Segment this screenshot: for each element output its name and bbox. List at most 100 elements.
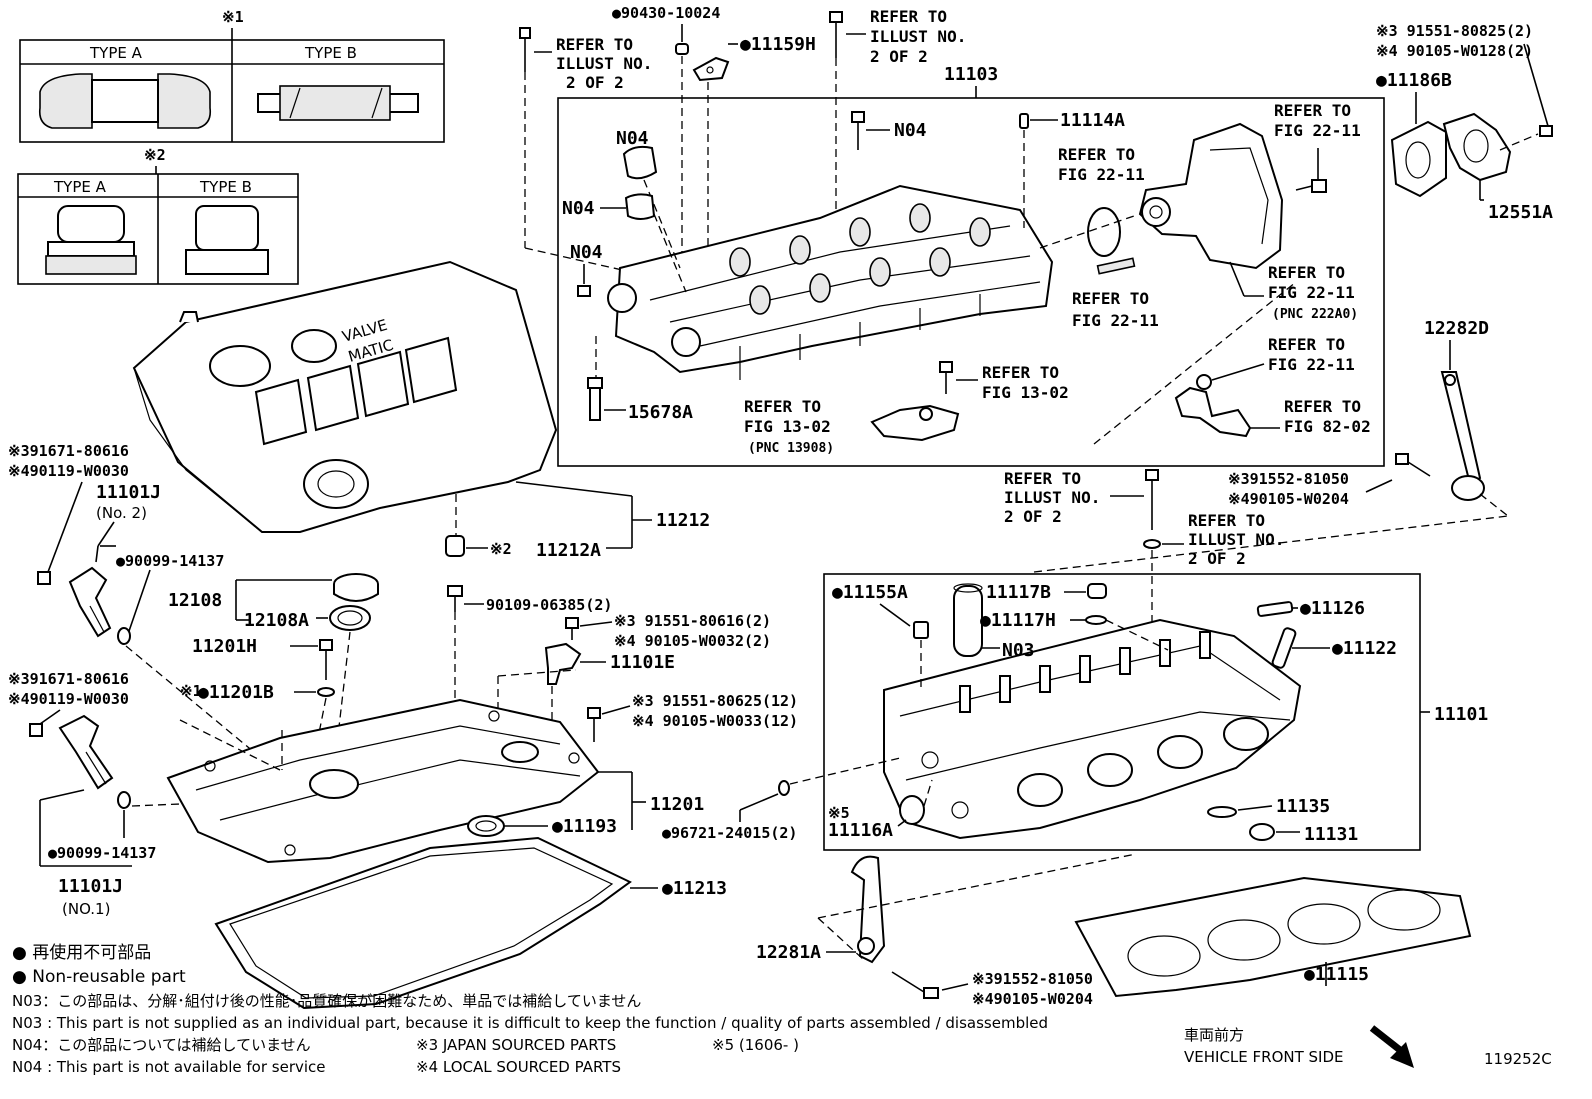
ref-illust-a-l3: 2 OF 2	[566, 73, 624, 92]
label-x3-91551-80825: ※3 91551-80825(2)	[1376, 22, 1533, 40]
legend-n03-en: N03 : This part is not supplied as an in…	[12, 1014, 1048, 1032]
label-n04-a: N04	[616, 128, 649, 149]
grommet-11212a	[445, 535, 465, 557]
type-table-1-mark: ※1	[222, 8, 244, 26]
label-x5: ※5	[828, 804, 850, 822]
label-x1: ※1	[180, 682, 202, 700]
oil-filler-cap-12108	[333, 573, 379, 602]
label-11117h: ●11117H	[980, 610, 1056, 631]
ref-illust-c-l2: ILLUST NO.	[1004, 488, 1100, 507]
label-11193: ●11193	[552, 816, 617, 837]
bolt-ocv-no2	[37, 571, 51, 585]
ref-fig-13-02-a-l2: FIG 13-02	[744, 417, 831, 436]
legend-note5: ※5 (1606- )	[712, 1036, 799, 1054]
label-12551a: 12551A	[1488, 202, 1553, 223]
label-no2: (No. 2)	[96, 504, 147, 522]
bolt-90109	[447, 585, 463, 612]
label-11201b: ●11201B	[198, 682, 274, 703]
bolt-15678a	[587, 377, 603, 421]
label-15678a: 15678A	[628, 402, 693, 423]
bearing-shell-n04-icon	[624, 193, 656, 220]
valve-guide-11122	[1271, 627, 1297, 669]
plate-11159h	[692, 56, 730, 82]
pin-n04	[577, 285, 591, 297]
label-11213: ●11213	[662, 878, 727, 899]
legend-note3: ※3 JAPAN SOURCED PARTS	[416, 1036, 616, 1054]
engine-cover-11212: VALVE MATIC	[132, 260, 558, 533]
ref-fig-22-11-b-l1: REFER TO	[1072, 289, 1149, 308]
engine-hanger-12281a	[850, 855, 886, 964]
label-x3-91671-80616-b: ※391671-80616	[8, 670, 129, 688]
ocv-11101j-no1	[58, 714, 131, 809]
label-11212a: 11212A	[536, 540, 601, 561]
ref-fig-13-02-a-l1: REFER TO	[744, 397, 821, 416]
label-n04-b: N04	[562, 198, 595, 219]
label-x3-91552-81050-a: ※391552-81050	[1228, 470, 1349, 488]
water-outlet-12551a	[1442, 112, 1512, 182]
label-11212: 11212	[656, 510, 710, 531]
type-table-1: ※1 TYPE A TYPE B	[19, 8, 445, 143]
bolt-13-02	[939, 361, 953, 394]
cylinder-head-cover-11201	[166, 698, 600, 864]
plug-11116a	[899, 795, 925, 825]
ref-fig-22-11-e-l1: REFER TO	[1268, 335, 1345, 354]
legend-note4: ※4 LOCAL SOURCED PARTS	[416, 1058, 621, 1076]
label-12282d: 12282D	[1424, 318, 1489, 339]
label-90099-14137-b: ●90099-14137	[48, 844, 156, 862]
pin-11155a	[913, 621, 929, 639]
label-11101: 11101	[1434, 704, 1488, 725]
ref-fig-13-02-b-l1: REFER TO	[982, 363, 1059, 382]
label-no1: (NO.1)	[62, 900, 110, 918]
label-96721-24015: ●96721-24015(2)	[662, 824, 797, 842]
label-x4-90105-w0032: ※4 90105-W0032(2)	[614, 632, 771, 650]
cylinder-head-11101	[883, 618, 1302, 840]
label-11126: ●11126	[1300, 598, 1365, 619]
legend-nonreuse-en: ● Non-reusable part	[12, 967, 186, 987]
label-x2: ※2	[490, 540, 512, 558]
seal-type-a-icon	[38, 73, 212, 129]
label-n04-d: N04	[894, 120, 927, 141]
bolt-cover	[587, 707, 601, 742]
label-11101j-no2: 11101J	[96, 482, 161, 503]
vehicle-front-jp: 車両前方	[1184, 1026, 1244, 1044]
label-11122: ●11122	[1332, 638, 1397, 659]
bolt-22-11-top	[1295, 148, 1327, 193]
label-90099-14137-a: ●90099-14137	[116, 552, 224, 570]
label-11186b: ●11186B	[1376, 70, 1452, 91]
ref-fig-13-02-b-l2: FIG 13-02	[982, 383, 1069, 402]
gasket-11117h	[1085, 615, 1107, 625]
type-table-2-col-a: TYPE A	[53, 178, 107, 196]
front-arrow-icon	[1369, 1025, 1414, 1068]
ref-illust-c-l1: REFER TO	[1004, 469, 1081, 488]
label-11201h: 11201H	[192, 636, 257, 657]
bolt-12282d	[1395, 453, 1431, 477]
washer-90430	[675, 43, 689, 55]
pipe-n03	[953, 583, 983, 657]
washer-11201b	[317, 687, 335, 697]
label-x4-90105-w0204-b: ※490105-W0204	[972, 990, 1093, 1008]
gasket-11193	[467, 815, 505, 837]
plug-11135	[1207, 806, 1237, 818]
legend-n04-jp: N04：この部品については補給していません	[12, 1036, 311, 1054]
water-pump-22-11	[1138, 122, 1284, 270]
ref-illust-b-l3: 2 OF 2	[870, 47, 928, 66]
plug-type-a-icon	[45, 205, 137, 275]
legend-n03-jp: N03：この部品は、分解･組付け後の性能･品質確保が困難なため、単品では補給して…	[12, 992, 641, 1010]
ref-fig-82-02-l1: REFER TO	[1284, 397, 1361, 416]
diagram-id: 119252C	[1484, 1050, 1552, 1068]
label-11155a: ●11155A	[832, 582, 908, 603]
ref-fig-22-11-c-l1: REFER TO	[1274, 101, 1351, 120]
bolt-left-top	[519, 27, 531, 72]
legend-nonreuse-jp: ● 再使用不可部品	[12, 942, 151, 963]
legend-n04-en: N04 : This part is not available for ser…	[12, 1058, 326, 1076]
ref-fig-22-11-d-l2: FIG 22-11	[1268, 283, 1355, 302]
plug-type-b-icon	[185, 205, 269, 275]
label-x3-91671-80616-a: ※391671-80616	[8, 442, 129, 460]
valve-guide-11126	[1256, 601, 1294, 617]
label-12108: 12108	[168, 590, 222, 611]
ref-illust-a-l2: ILLUST NO.	[556, 54, 652, 73]
label-90430-10024: ●90430-10024	[612, 4, 720, 22]
gasket-11186b	[1390, 120, 1447, 198]
engine-hanger-12282d	[1440, 371, 1485, 501]
